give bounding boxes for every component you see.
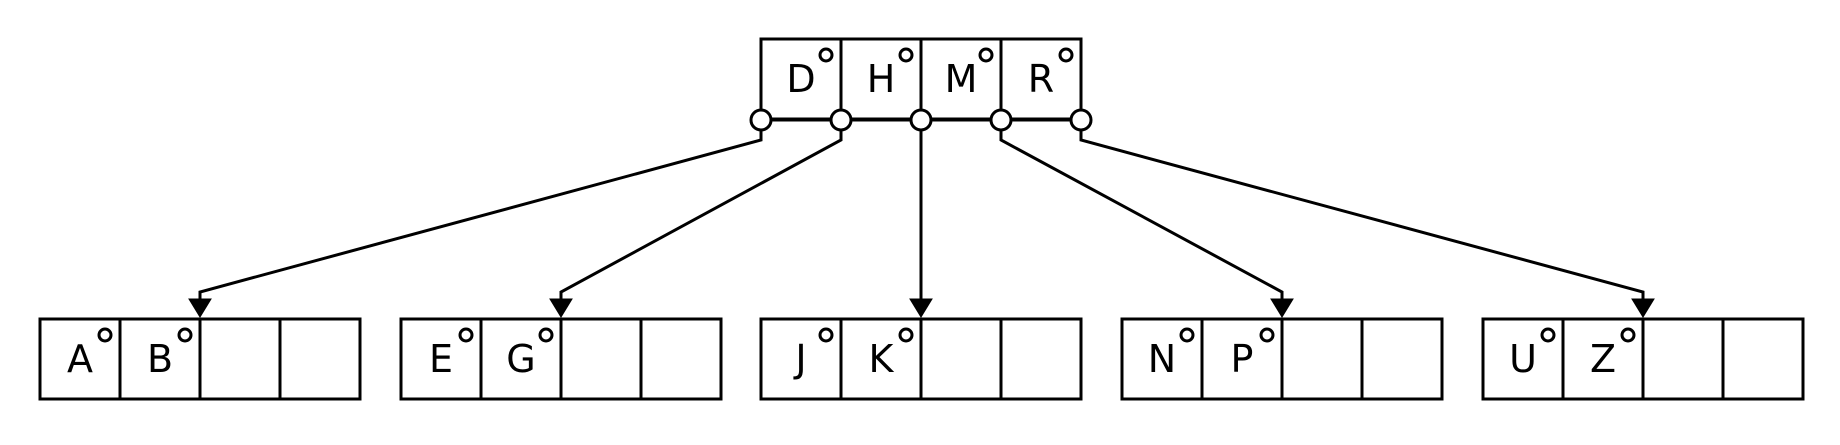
- record-pointer-icon: [97, 327, 113, 343]
- arrowhead-icon: [909, 298, 933, 318]
- edges-layer: [188, 120, 1655, 318]
- record-pointer-icon: [538, 327, 554, 343]
- child-pointer-icon: [909, 108, 933, 132]
- root-node-key: R: [1028, 57, 1054, 101]
- arrowhead-icon: [549, 298, 573, 318]
- child-pointer-icon: [1069, 108, 1093, 132]
- record-pointer-icon: [177, 327, 193, 343]
- record-pointer-icon: [1259, 327, 1275, 343]
- child-node-3-key: J: [793, 337, 806, 381]
- record-pointer-icon: [898, 327, 914, 343]
- child-node-5-key: Z: [1590, 337, 1616, 381]
- arrowhead-icon: [188, 298, 212, 318]
- edge-to-child-4: [999, 120, 1294, 318]
- child-node-3-key: K: [869, 337, 895, 381]
- child-node-2-key: G: [506, 337, 535, 381]
- record-pointer-icon: [1058, 47, 1074, 63]
- child-node-4-key: P: [1231, 337, 1254, 381]
- record-pointer-icon: [818, 327, 834, 343]
- record-pointer-icon: [1540, 327, 1556, 343]
- edge-line: [1079, 120, 1645, 301]
- record-pointer-icon: [458, 327, 474, 343]
- child-pointer-icon: [829, 108, 853, 132]
- child-node-4-key: N: [1148, 337, 1176, 381]
- edge-to-child-3: [909, 120, 933, 318]
- child-pointer-icon: [749, 108, 773, 132]
- edge-line: [999, 120, 1284, 301]
- record-pointer-icon: [978, 47, 994, 63]
- root-node-key: D: [786, 57, 815, 101]
- root-node-key: H: [867, 57, 896, 101]
- child-node-1-key: B: [147, 337, 173, 381]
- arrowhead-icon: [1270, 298, 1294, 318]
- arrowhead-icon: [1631, 298, 1655, 318]
- root-node-key: M: [945, 57, 978, 101]
- record-pointer-icon: [1620, 327, 1636, 343]
- child-node-2-key: E: [429, 337, 453, 381]
- record-pointer-icon: [898, 47, 914, 63]
- child-node-1-key: A: [67, 337, 93, 381]
- edge-to-child-1: [188, 120, 763, 318]
- child-node-5-key: U: [1509, 337, 1537, 381]
- record-pointer-icon: [818, 47, 834, 63]
- child-pointer-icon: [989, 108, 1013, 132]
- edge-line: [559, 120, 843, 301]
- edge-to-child-2: [549, 120, 843, 318]
- record-pointer-icon: [1179, 327, 1195, 343]
- edge-to-child-5: [1079, 120, 1655, 318]
- edge-line: [198, 120, 763, 301]
